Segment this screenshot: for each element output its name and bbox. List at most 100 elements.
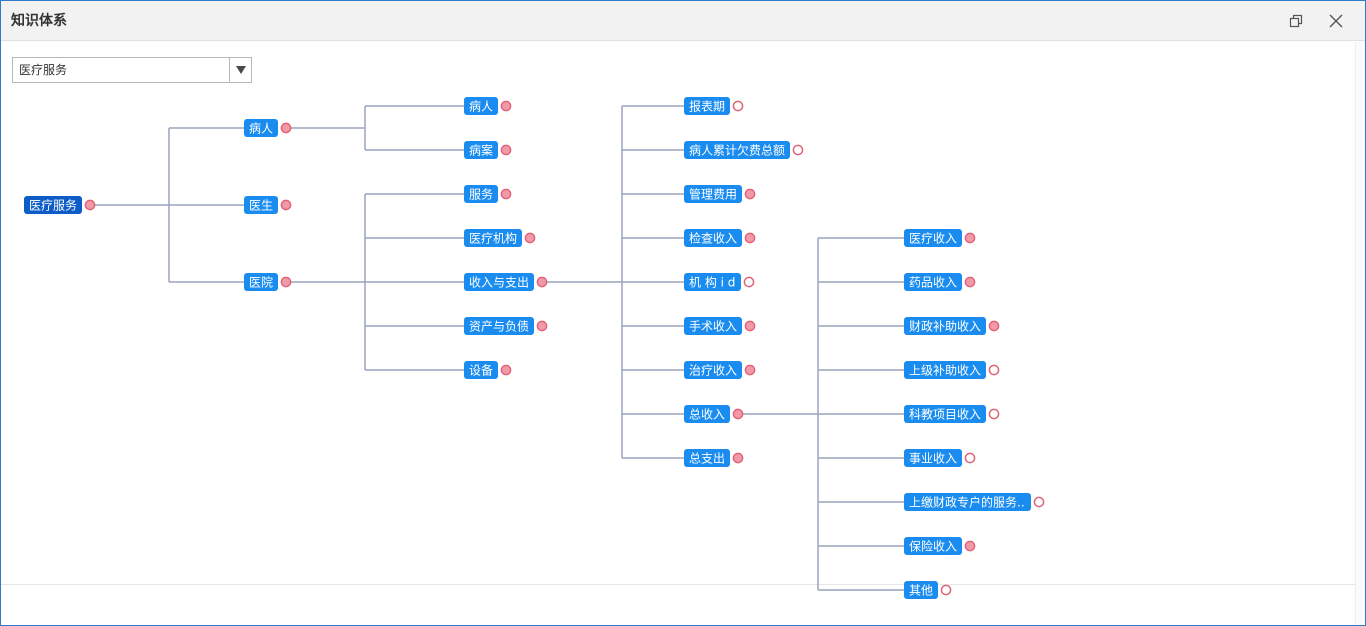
collapsed-dot-icon[interactable] bbox=[988, 364, 1000, 376]
collapsed-dot-icon[interactable] bbox=[1033, 496, 1045, 508]
node-box bbox=[464, 229, 522, 247]
tree-node[interactable]: 机 构 i d bbox=[684, 273, 755, 291]
tree-node[interactable]: 手术收入 bbox=[684, 317, 756, 335]
node-label: 总收入 bbox=[689, 408, 725, 422]
expand-dot-icon[interactable] bbox=[84, 199, 96, 211]
tree-node[interactable]: 总支出 bbox=[684, 449, 744, 467]
expand-dot-icon[interactable] bbox=[964, 276, 976, 288]
node-label: 财政补助收入 bbox=[909, 320, 981, 334]
tree-node[interactable]: 科教项目收入 bbox=[904, 405, 1000, 423]
node-label: 医生 bbox=[249, 199, 273, 213]
expand-dot-icon[interactable] bbox=[280, 122, 292, 134]
title-bar: 知识体系 bbox=[1, 1, 1365, 41]
tree-node[interactable]: 治疗收入 bbox=[684, 361, 756, 379]
expand-dot-icon[interactable] bbox=[280, 276, 292, 288]
node-box bbox=[684, 97, 730, 115]
node-label: 治疗收入 bbox=[689, 364, 737, 378]
tree-node[interactable]: 病案 bbox=[464, 141, 512, 159]
tree-node[interactable]: 病人 bbox=[464, 97, 512, 115]
collapsed-dot-icon[interactable] bbox=[940, 584, 952, 596]
node-box bbox=[904, 493, 1031, 511]
tree-node[interactable]: 医疗机构 bbox=[464, 229, 536, 247]
node-label: 服务 bbox=[469, 187, 493, 202]
tree-node[interactable]: 病人 bbox=[244, 119, 292, 137]
expand-dot-icon[interactable] bbox=[524, 232, 536, 244]
scrollbar-track[interactable] bbox=[1355, 42, 1365, 625]
node-label: 机 构 i d bbox=[689, 275, 735, 290]
tree-node[interactable]: 药品收入 bbox=[904, 273, 976, 291]
node-label: 手术收入 bbox=[689, 320, 737, 334]
expand-dot-icon[interactable] bbox=[500, 188, 512, 200]
expand-dot-icon[interactable] bbox=[536, 320, 548, 332]
expand-dot-icon[interactable] bbox=[500, 100, 512, 112]
expand-dot-icon[interactable] bbox=[964, 232, 976, 244]
node-box bbox=[244, 196, 278, 214]
collapsed-dot-icon[interactable] bbox=[964, 452, 976, 464]
expand-dot-icon[interactable] bbox=[732, 408, 744, 420]
tree-node[interactable]: 管理费用 bbox=[684, 185, 756, 203]
node-label: 药品收入 bbox=[909, 276, 957, 290]
dropdown-arrow-icon[interactable] bbox=[229, 58, 251, 82]
node-label: 医疗收入 bbox=[909, 232, 957, 246]
expand-dot-icon[interactable] bbox=[744, 232, 756, 244]
tree-node[interactable]: 医院 bbox=[244, 273, 292, 291]
node-box bbox=[464, 97, 498, 115]
expand-dot-icon[interactable] bbox=[988, 320, 1000, 332]
collapsed-dot-icon[interactable] bbox=[732, 100, 744, 112]
tree-node[interactable]: 财政补助收入 bbox=[904, 317, 1000, 335]
node-label: 资产与负债 bbox=[469, 320, 529, 334]
node-box bbox=[24, 196, 82, 214]
node-label: 其他 bbox=[909, 584, 933, 598]
expand-dot-icon[interactable] bbox=[536, 276, 548, 288]
tree-node[interactable]: 上级补助收入 bbox=[904, 361, 1000, 379]
close-button[interactable] bbox=[1326, 11, 1346, 31]
tree-node[interactable]: 事业收入 bbox=[904, 449, 976, 467]
expand-dot-icon[interactable] bbox=[744, 364, 756, 376]
tree-node[interactable]: 医生 bbox=[244, 196, 292, 214]
tree-node[interactable]: 上缴财政专户的服务.. bbox=[904, 493, 1045, 511]
tree-node[interactable]: 设备 bbox=[464, 361, 512, 379]
node-box bbox=[684, 317, 742, 335]
tree-node[interactable]: 其他 bbox=[904, 581, 952, 599]
node-label: 医疗机构 bbox=[469, 231, 517, 246]
tree-root-node[interactable]: 医疗服务 bbox=[24, 196, 96, 214]
tree-node[interactable]: 病人累计欠费总额 bbox=[684, 141, 804, 159]
restore-button[interactable] bbox=[1286, 11, 1306, 31]
node-label: 总支出 bbox=[689, 452, 725, 466]
expand-dot-icon[interactable] bbox=[744, 320, 756, 332]
node-label: 科教项目收入 bbox=[909, 407, 981, 422]
node-box bbox=[904, 405, 986, 423]
tree-node[interactable]: 服务 bbox=[464, 185, 512, 203]
tree-node[interactable]: 报表期 bbox=[684, 97, 744, 115]
restore-icon bbox=[1289, 14, 1303, 28]
tree-node[interactable]: 资产与负债 bbox=[464, 317, 548, 335]
collapsed-dot-icon[interactable] bbox=[792, 144, 804, 156]
collapsed-dot-icon[interactable] bbox=[743, 276, 755, 288]
tree-node[interactable]: 总收入 bbox=[684, 405, 744, 423]
window-title: 知识体系 bbox=[11, 13, 67, 29]
expand-dot-icon[interactable] bbox=[500, 364, 512, 376]
node-label: 医院 bbox=[249, 276, 273, 290]
node-box bbox=[904, 361, 986, 379]
topic-select-value: 医疗服务 bbox=[19, 63, 68, 77]
expand-dot-icon[interactable] bbox=[964, 540, 976, 552]
tree-node[interactable]: 检查收入 bbox=[684, 229, 756, 247]
node-label: 病案 bbox=[469, 143, 493, 158]
node-label: 设备 bbox=[469, 364, 493, 378]
tree-node[interactable]: 保险收入 bbox=[904, 537, 976, 555]
node-box bbox=[684, 449, 730, 467]
tree-node[interactable]: 医疗收入 bbox=[904, 229, 976, 247]
node-box bbox=[904, 581, 938, 599]
tree-node[interactable]: 收入与支出 bbox=[464, 273, 548, 291]
node-box bbox=[904, 229, 962, 247]
expand-dot-icon[interactable] bbox=[500, 144, 512, 156]
expand-dot-icon[interactable] bbox=[280, 199, 292, 211]
node-label: 报表期 bbox=[689, 99, 725, 114]
node-box bbox=[904, 273, 962, 291]
node-box bbox=[244, 273, 278, 291]
collapsed-dot-icon[interactable] bbox=[988, 408, 1000, 420]
topic-select[interactable]: 医疗服务 bbox=[12, 57, 252, 83]
expand-dot-icon[interactable] bbox=[744, 188, 756, 200]
expand-dot-icon[interactable] bbox=[732, 452, 744, 464]
